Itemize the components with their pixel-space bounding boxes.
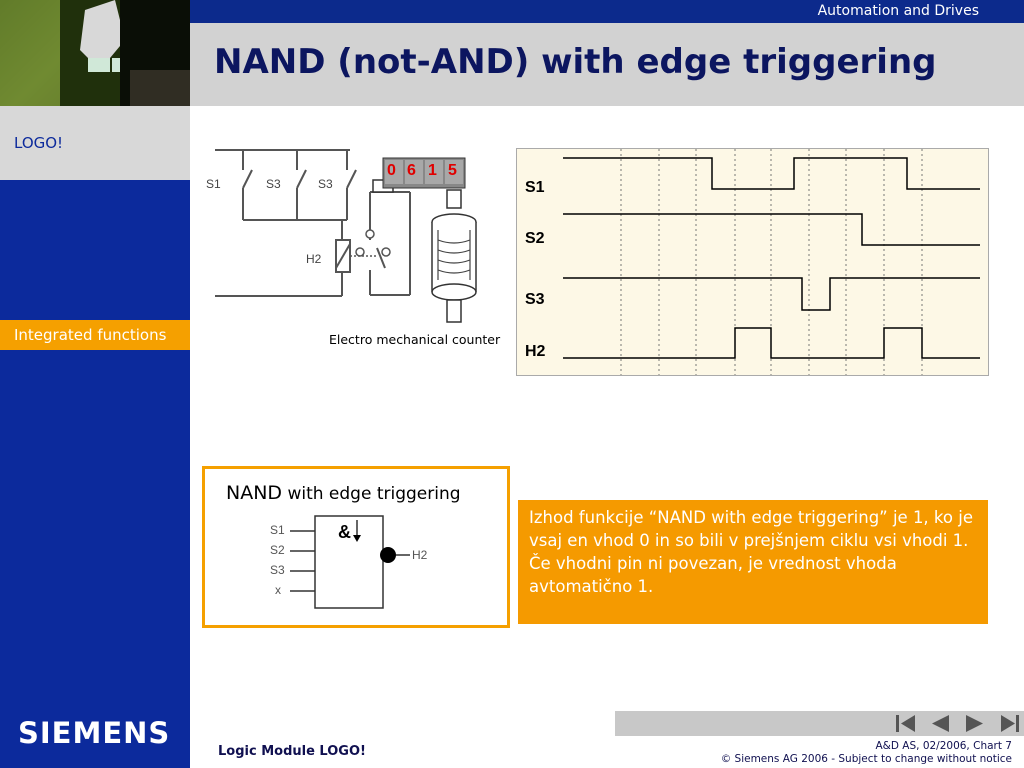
nand-and-symbol: & — [338, 522, 351, 542]
waveform-s1 — [563, 157, 980, 190]
counter-digit-4: 5 — [448, 162, 457, 179]
sidebar-item-label[interactable]: Integrated functions — [14, 326, 167, 344]
waveform-s3 — [563, 277, 980, 311]
timing-diagram: S1 S2 S3 H2 — [516, 148, 989, 376]
previous-icon[interactable] — [932, 715, 949, 732]
header-top-text: Automation and Drives — [817, 3, 979, 19]
nand-input-s3: S3 — [270, 563, 285, 577]
description-line-2: Če vhodni pin ni povezan, je vrednost vh… — [529, 554, 897, 596]
counter-digit-3: 1 — [428, 162, 437, 179]
nand-block-title: NAND with edge triggering — [226, 482, 461, 504]
waveform-s2 — [563, 213, 980, 246]
nand-title-rest: with edge triggering — [282, 484, 461, 504]
footer-copyright: © Siemens AG 2006 - Subject to change wi… — [720, 753, 1012, 765]
nand-input-s1: S1 — [270, 523, 285, 537]
description-text: Izhod funkcije “NAND with edge triggerin… — [529, 506, 984, 598]
sidebar-logo-box — [0, 106, 190, 180]
sidebar-item-integrated-functions[interactable] — [0, 320, 190, 350]
waveform-h2 — [563, 327, 980, 359]
nand-output-h2: H2 — [412, 548, 428, 562]
signal-label-h2: H2 — [525, 343, 546, 360]
footer-title: Logic Module LOGO! — [218, 744, 366, 759]
sidebar-logo-label[interactable]: LOGO! — [14, 134, 64, 152]
nand-input-x: x — [275, 583, 281, 597]
switch-label-s3a: S3 — [266, 177, 281, 191]
logo-device-photo — [0, 0, 190, 106]
signal-label-s1: S1 — [525, 179, 545, 196]
first-icon[interactable] — [896, 715, 915, 732]
signal-label-s3: S3 — [525, 291, 545, 308]
siemens-logo: SIEMENS — [18, 716, 171, 750]
navigation-controls — [896, 715, 1019, 732]
last-icon[interactable] — [1001, 715, 1019, 732]
counter-digit-1: 0 — [387, 162, 396, 179]
switch-label-s1: S1 — [206, 177, 221, 191]
description-panel — [518, 500, 988, 624]
top-bar — [190, 0, 1024, 23]
nand-title-main: NAND — [226, 482, 283, 504]
navigation-strip — [615, 711, 1024, 736]
coil-label-h2: H2 — [306, 252, 322, 266]
page-title: NAND (not-AND) with edge triggering — [214, 42, 937, 82]
switch-label-s3b: S3 — [318, 177, 333, 191]
description-line-1: Izhod funkcije “NAND with edge triggerin… — [529, 508, 973, 550]
nand-input-s2: S2 — [270, 543, 285, 557]
title-bar — [190, 23, 1024, 106]
footer-chart-info: A&D AS, 02/2006, Chart 7 — [875, 740, 1013, 752]
counter-caption: Electro mechanical counter — [329, 332, 501, 347]
nand-symbol — [290, 515, 410, 609]
circuit-diagram — [215, 149, 477, 323]
signal-label-s2: S2 — [525, 230, 545, 247]
counter-digit-2: 6 — [407, 162, 416, 179]
next-icon[interactable] — [966, 715, 983, 732]
sidebar — [0, 106, 190, 768]
